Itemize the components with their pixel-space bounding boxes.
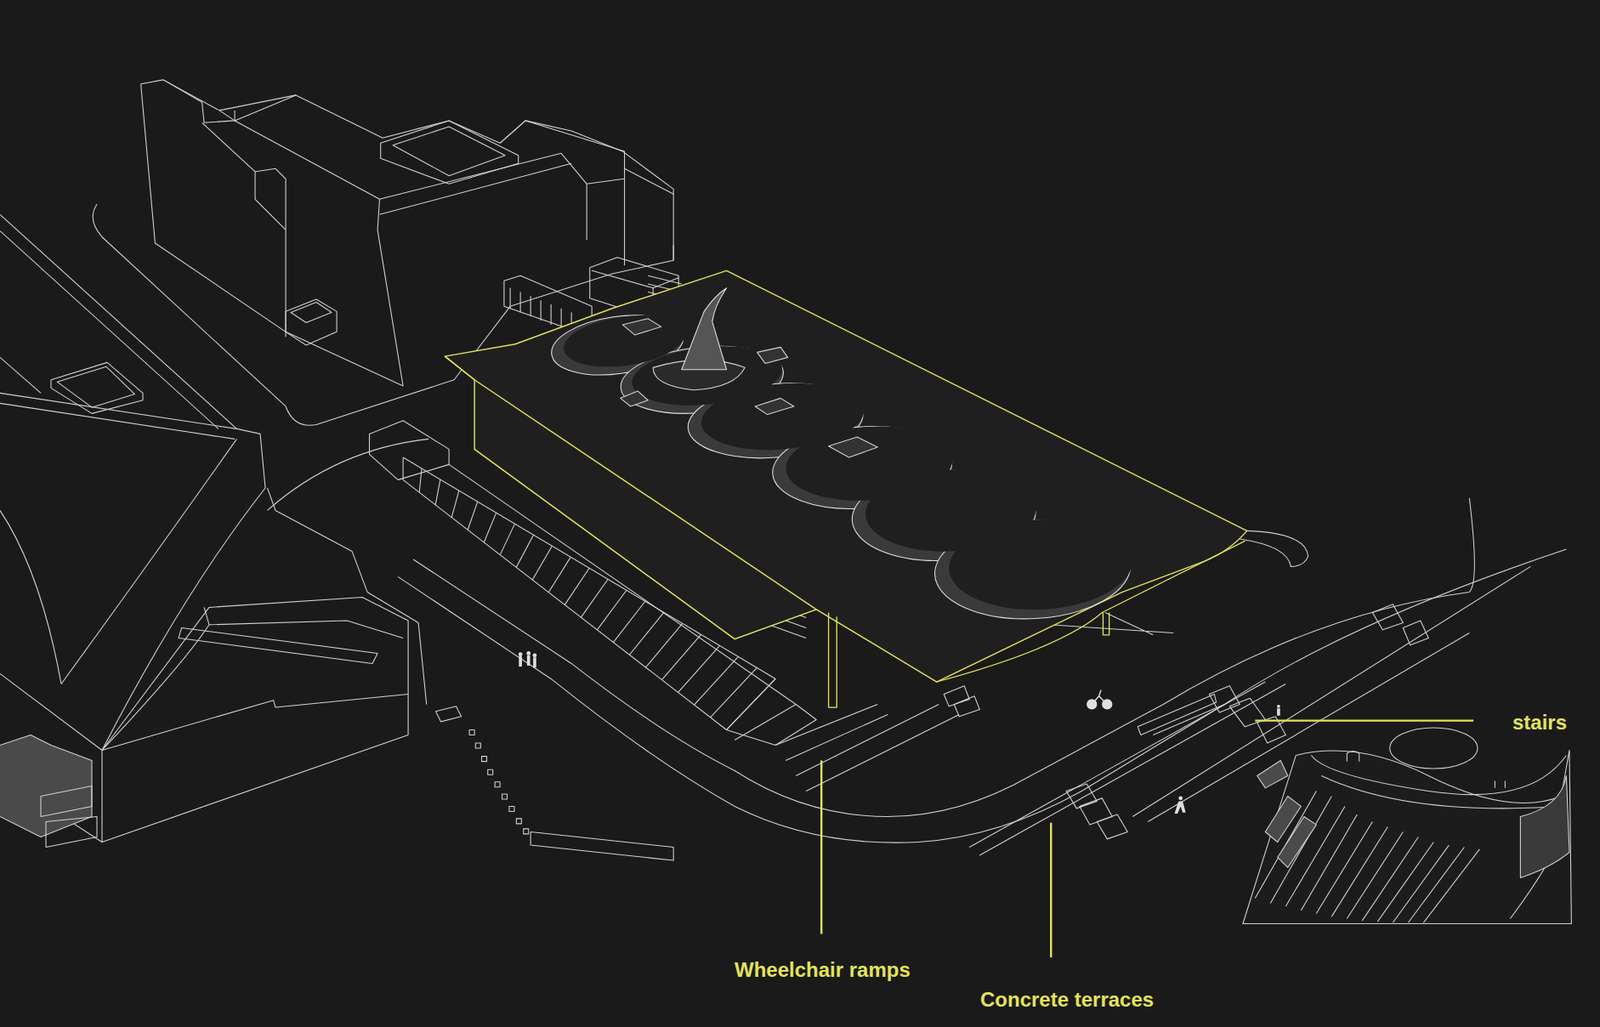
road-edge (266, 438, 429, 511)
roof-box (51, 362, 143, 414)
callout-label: stairs (1512, 710, 1567, 735)
bench (436, 706, 675, 861)
bollards (469, 729, 529, 834)
bicycle (1087, 690, 1113, 710)
road (0, 214, 237, 429)
figures (518, 651, 1281, 814)
callout-label: Concrete terraces (980, 987, 1154, 1012)
leader-lines (821, 720, 1474, 958)
callout-label: Wheelchair ramps (734, 958, 911, 982)
concert-hall (0, 392, 427, 847)
roof (444, 270, 1308, 708)
adjacent-building (1242, 727, 1572, 924)
